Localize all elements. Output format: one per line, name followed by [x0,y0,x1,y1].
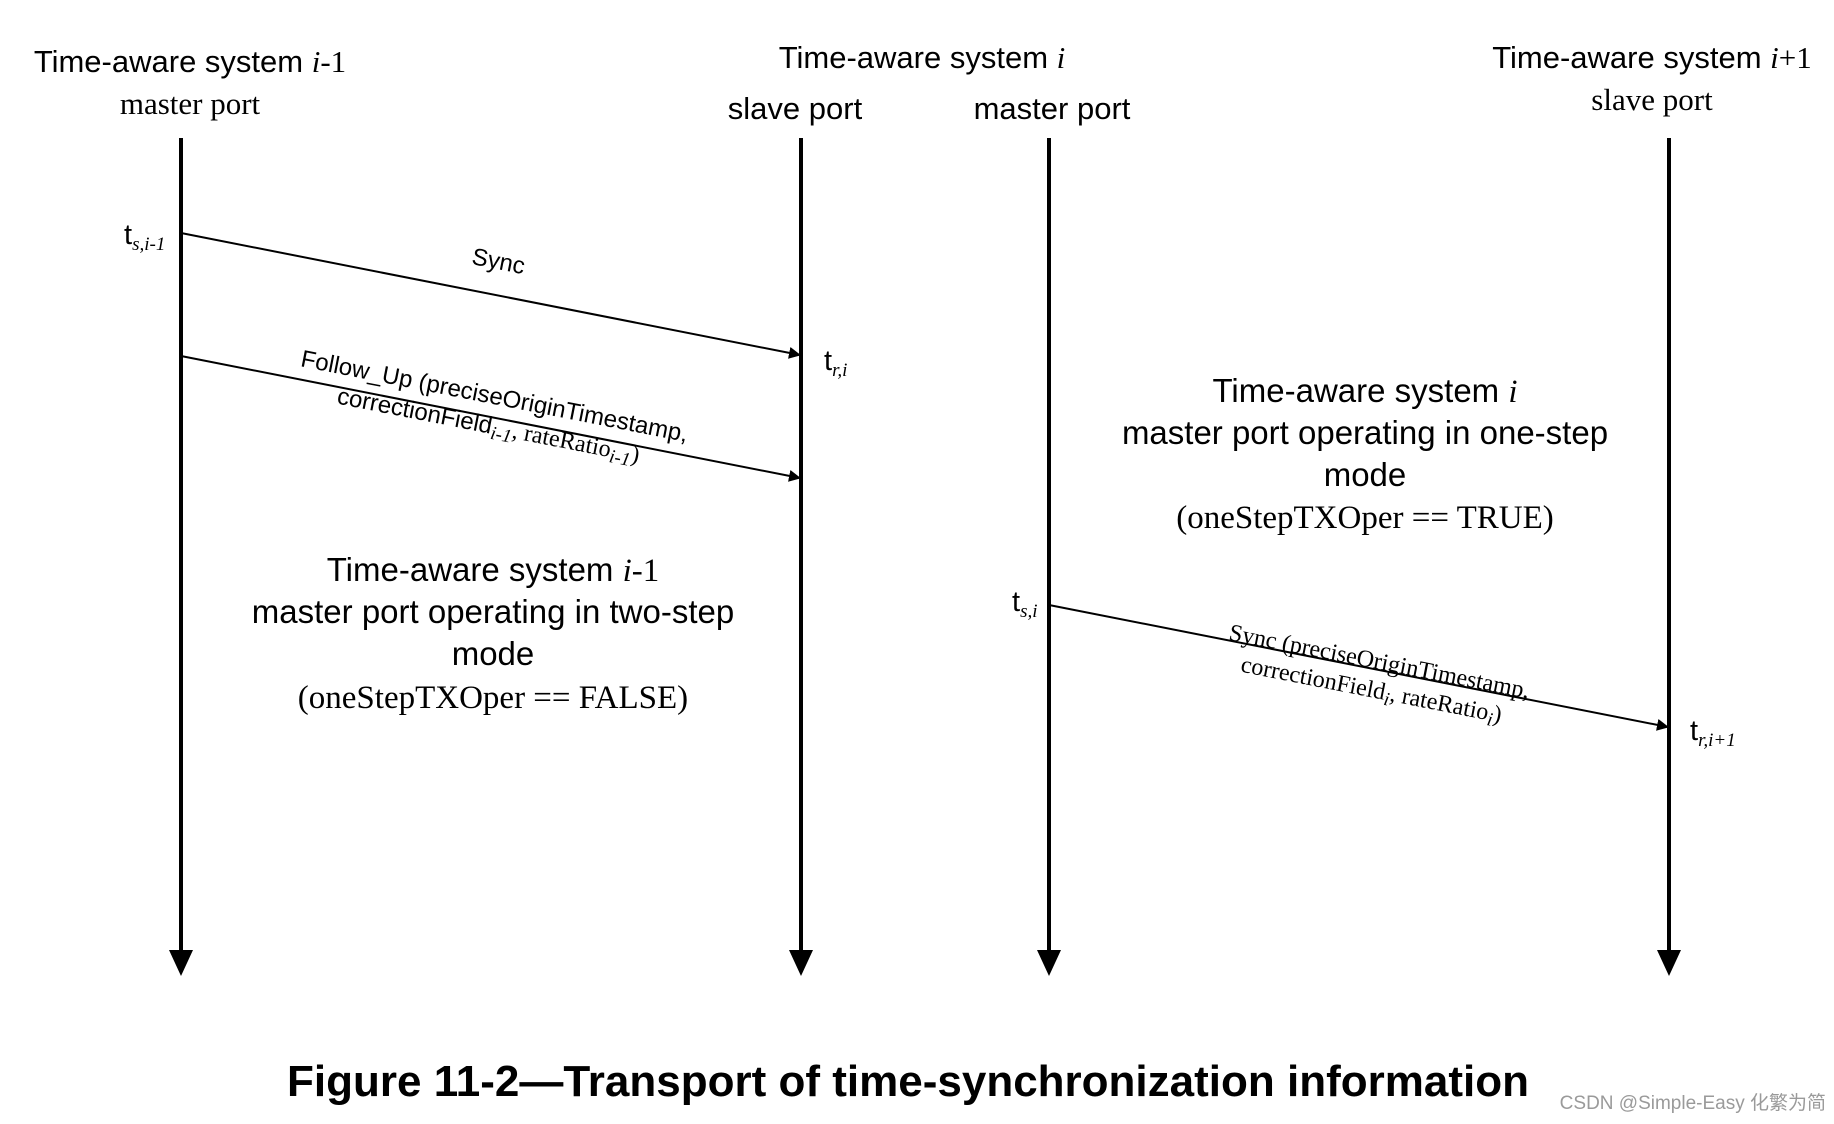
block-two-step-line1: Time-aware system i-1 [327,551,660,589]
lifeline-arrow-sys-i-master [1037,950,1061,976]
block-two-step-line4: (oneStepTXOper == FALSE) [298,680,688,716]
lifeline-arrow-sys-i-slave [789,950,813,976]
message-arrow-follow-up [180,355,801,482]
timestamp-tr-i: tr,i [824,345,847,381]
header-sys-i-master-port: master port [974,91,1131,126]
block-one-step-line3: mode [1324,456,1407,493]
block-one-step-line4: (oneStepTXOper == TRUE) [1176,500,1554,536]
timestamp-ts-im1: ts,i-1 [124,219,165,255]
header-sys-i-title: Time-aware system i [779,40,1066,75]
message-arrow-sync-one-step [1048,604,1669,731]
block-two-step-line2: master port operating in two-step [252,593,734,630]
timestamp-ts-i: ts,i [1012,586,1038,622]
header-sys-im1-title: Time-aware system i-1 [34,44,346,79]
header-sys-i-slave-port: slave port [728,91,863,126]
header-sys-ip1-title: Time-aware system i+1 [1492,40,1812,75]
message-arrow-sync-two-step [180,232,801,359]
block-one-step-line2: master port operating in one-step [1122,414,1608,451]
header-sys-im1-port: master port [120,86,261,121]
lifeline-arrow-sys-ip1-slave [1657,950,1681,976]
header-sys-ip1-port: slave port [1591,82,1713,117]
figure-caption: Figure 11-2—Transport of time-synchroniz… [287,1057,1529,1106]
lifeline-arrow-sys-im1-master [169,950,193,976]
timestamp-tr-ip1: tr,i+1 [1690,715,1736,751]
message-label-sync-two-step: Sync [470,243,528,280]
block-one-step-line1: Time-aware system i [1213,372,1518,410]
watermark: CSDN @Simple-Easy 化繁为简 [1560,1092,1826,1114]
block-two-step-line3: mode [452,635,535,672]
